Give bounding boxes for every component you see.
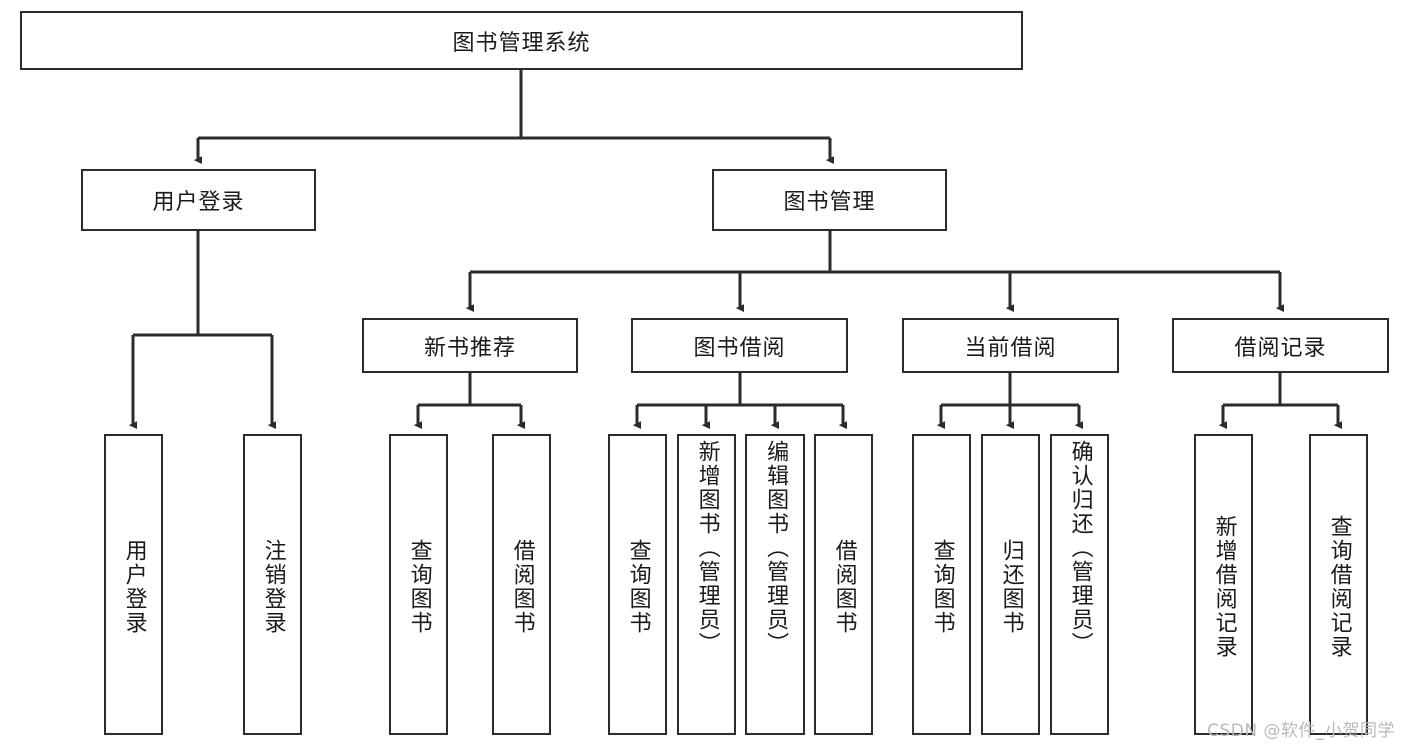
leaf-logout-label: 注销登录: [260, 538, 286, 635]
node-book-manage[interactable]: 图书管理: [712, 169, 947, 231]
node-borrow-record-label: 借阅记录: [1234, 335, 1327, 361]
leaf-return-book[interactable]: 归还图书: [981, 434, 1040, 735]
leaf-edit-book-label: 编辑图书（管理员）: [763, 440, 789, 656]
node-user-login-label: 用户登录: [152, 190, 245, 215]
node-book-manage-label: 图书管理: [783, 190, 876, 215]
leaf-borrow-book-2-label: 借阅图书: [831, 538, 857, 635]
node-current-borrow[interactable]: 当前借阅: [902, 318, 1119, 373]
leaf-add-record-label: 新增借阅记录: [1211, 514, 1237, 659]
node-book-borrow[interactable]: 图书借阅: [631, 318, 848, 373]
node-current-borrow-label: 当前借阅: [964, 335, 1057, 361]
leaf-user-login[interactable]: 用户登录: [104, 434, 163, 735]
leaf-borrow-book-1-label: 借阅图书: [509, 538, 535, 635]
leaf-query-book-1-label: 查询图书: [406, 538, 432, 635]
node-book-borrow-label: 图书借阅: [693, 335, 786, 361]
leaf-query-book-3[interactable]: 查询图书: [912, 434, 971, 735]
leaf-borrow-book-1[interactable]: 借阅图书: [492, 434, 551, 735]
leaf-confirm-return[interactable]: 确认归还（管理员）: [1050, 434, 1109, 735]
leaf-add-record[interactable]: 新增借阅记录: [1194, 434, 1253, 735]
leaf-query-book-3-label: 查询图书: [929, 538, 955, 635]
leaf-query-record[interactable]: 查询借阅记录: [1309, 434, 1368, 735]
leaf-return-book-label: 归还图书: [998, 538, 1024, 635]
leaf-query-record-label: 查询借阅记录: [1326, 514, 1352, 659]
node-root[interactable]: 图书管理系统: [20, 11, 1023, 70]
node-root-label: 图书管理系统: [452, 30, 591, 56]
leaf-borrow-book-2[interactable]: 借阅图书: [814, 434, 873, 735]
node-new-book-rec-label: 新书推荐: [423, 335, 516, 361]
leaf-confirm-return-label: 确认归还（管理员）: [1067, 440, 1093, 656]
leaf-query-book-1[interactable]: 查询图书: [389, 434, 448, 735]
watermark: CSDN @软件_小贺同学: [1207, 721, 1395, 741]
node-new-book-rec[interactable]: 新书推荐: [362, 318, 578, 373]
leaf-add-book[interactable]: 新增图书（管理员）: [677, 434, 736, 735]
node-user-login[interactable]: 用户登录: [81, 169, 316, 231]
leaf-add-book-label: 新增图书（管理员）: [694, 440, 720, 656]
node-borrow-record[interactable]: 借阅记录: [1172, 318, 1389, 373]
leaf-edit-book[interactable]: 编辑图书（管理员）: [745, 434, 805, 735]
leaf-logout[interactable]: 注销登录: [243, 434, 302, 735]
leaf-user-login-label: 用户登录: [121, 538, 147, 635]
leaf-query-book-2-label: 查询图书: [625, 538, 651, 635]
leaf-query-book-2[interactable]: 查询图书: [608, 434, 667, 735]
